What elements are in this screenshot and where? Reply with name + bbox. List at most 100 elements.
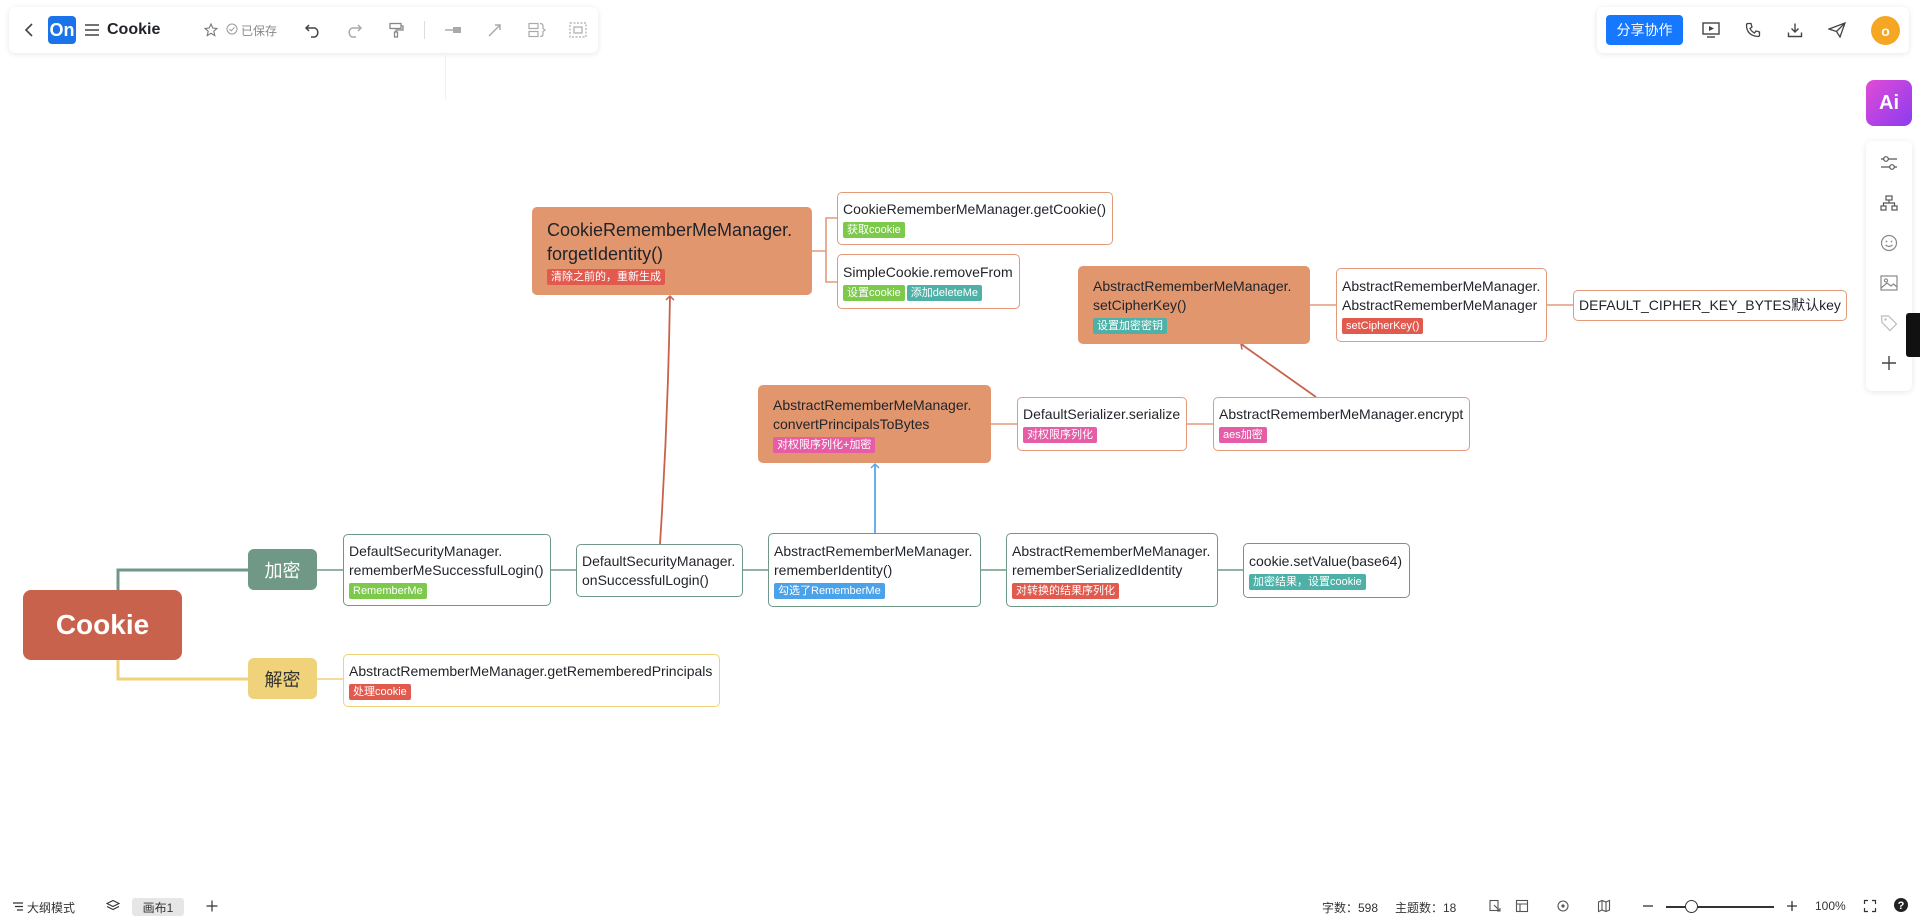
phone-icon[interactable]	[1743, 20, 1763, 40]
save-status: 已保存	[226, 22, 277, 39]
node-text: CookieRememberMeManager.	[547, 219, 793, 240]
locate-icon[interactable]	[1556, 899, 1570, 913]
node-default-cipher-key[interactable]: DEFAULT_CIPHER_KEY_BYTES默认key	[1573, 290, 1847, 321]
help-icon[interactable]: ?	[1893, 897, 1909, 913]
branch-encrypt[interactable]: 加密	[248, 549, 317, 590]
node-tag: 处理cookie	[349, 683, 411, 700]
node-cookie-setvalue[interactable]: cookie.setValue(base64) 加密结果，设置cookie	[1243, 543, 1410, 598]
boundary-icon[interactable]	[568, 21, 588, 39]
node-text: setCipherKey()	[1093, 296, 1187, 313]
node-tag: 加密结果，设置cookie	[1249, 573, 1366, 590]
node-simplecookie-remove[interactable]: SimpleCookie.removeFrom 设置cookie 添加delet…	[837, 254, 1020, 309]
node-tag: 设置加密密钥	[1093, 317, 1167, 334]
document-title[interactable]: Cookie	[107, 21, 161, 38]
top-right-toolbar: 分享协作 o	[1597, 7, 1909, 53]
branch-decrypt[interactable]: 解密	[248, 658, 317, 699]
zoom-slider-handle[interactable]	[1685, 900, 1698, 913]
outline-icon	[12, 901, 24, 915]
menu-icon[interactable]	[83, 21, 101, 39]
link-root-decrypt	[116, 660, 248, 681]
word-count: 字数：598	[1322, 901, 1379, 915]
node-arm-get-remembered[interactable]: AbstractRememberMeManager.getRememberedP…	[343, 654, 720, 707]
node-text: AbstractRememberMeManager.encrypt	[1219, 406, 1464, 422]
redo-icon[interactable]	[344, 21, 364, 39]
app-logo[interactable]: On	[48, 16, 76, 44]
fullscreen-icon[interactable]	[1863, 899, 1877, 913]
root-topic[interactable]: Cookie	[23, 590, 182, 660]
node-tag: RememberMe	[349, 582, 427, 599]
node-crm-forget[interactable]: CookieRememberMeManager. forgetIdentity(…	[532, 207, 812, 295]
node-text: rememberMeSuccessfulLogin()	[349, 561, 544, 578]
summary-icon[interactable]	[527, 21, 547, 39]
node-arm-remember-serialized[interactable]: AbstractRememberMeManager. rememberSeria…	[1006, 533, 1218, 607]
layers-icon[interactable]	[106, 899, 120, 913]
presentation-icon[interactable]	[1701, 20, 1721, 40]
zoom-in-icon[interactable]	[1785, 899, 1799, 913]
back-icon[interactable]	[21, 21, 37, 39]
node-text: DefaultSecurityManager.	[349, 542, 503, 559]
node-text: AbstractRememberMeManager.	[1093, 277, 1292, 294]
node-dsm-rememberme[interactable]: DefaultSecurityManager. rememberMeSucces…	[343, 534, 551, 606]
node-text: cookie.setValue(base64)	[1249, 552, 1403, 569]
ai-assistant-button[interactable]: Ai	[1866, 80, 1912, 126]
toolbar-divider	[424, 21, 425, 39]
insert-sibling-icon[interactable]	[443, 21, 463, 39]
undo-icon[interactable]	[303, 21, 323, 39]
node-text: forgetIdentity()	[547, 243, 664, 264]
style-settings-icon[interactable]	[1879, 153, 1899, 173]
outline-mode-toggle[interactable]: 大纲模式	[12, 899, 75, 916]
minimap-icon[interactable]	[1597, 899, 1611, 913]
link-root-encrypt	[116, 568, 248, 590]
zoom-out-icon[interactable]	[1641, 899, 1655, 913]
node-tag: setCipherKey()	[1342, 317, 1424, 334]
connector-icon[interactable]	[485, 21, 505, 39]
star-icon[interactable]	[203, 21, 219, 39]
fit-tree-icon[interactable]	[1488, 899, 1502, 913]
toolbar-shadow-divider	[445, 55, 446, 100]
emoji-icon[interactable]	[1879, 233, 1899, 253]
node-text: CookieRememberMeManager.getCookie()	[843, 200, 1107, 217]
node-text: DefaultSerializer.serialize	[1023, 406, 1181, 422]
node-dsm-onsuccess[interactable]: DefaultSecurityManager. onSuccessfulLogi…	[576, 544, 743, 597]
node-text: AbstractRememberMeManager.	[773, 396, 972, 413]
side-collapse-tab[interactable]	[1906, 313, 1920, 357]
node-tag: 对转换的结果序列化	[1012, 582, 1119, 599]
user-avatar[interactable]: o	[1871, 16, 1900, 45]
outline-mode-label: 大纲模式	[27, 901, 76, 915]
node-text: AbstractRememberMeManager.getRememberedP…	[349, 662, 713, 679]
node-default-serializer[interactable]: DefaultSerializer.serialize 对权限序列化	[1017, 397, 1187, 451]
layout-icon[interactable]	[1515, 899, 1529, 913]
node-arm-remember-identity[interactable]: AbstractRememberMeManager. rememberIdent…	[768, 533, 981, 607]
bottom-status-bar: 大纲模式 画布1 字数：598 主题数：18 100%	[0, 895, 1920, 919]
canvas-tab[interactable]: 画布1	[132, 898, 184, 916]
node-arm-ctor[interactable]: AbstractRememberMeManager. AbstractRemem…	[1336, 268, 1547, 342]
zoom-level: 100%	[1815, 899, 1846, 913]
tag-icon[interactable]	[1879, 313, 1899, 333]
node-text: AbstractRememberMeManager.	[1342, 277, 1541, 294]
node-tag: aes加密	[1219, 427, 1267, 443]
node-text: rememberIdentity()	[774, 561, 893, 578]
node-tag: 对权限序列化	[1023, 427, 1097, 443]
check-circle-icon	[226, 23, 238, 38]
add-canvas-icon[interactable]	[205, 899, 219, 913]
node-arm-convert[interactable]: AbstractRememberMeManager. convertPrinci…	[758, 385, 991, 463]
zoom-slider-track[interactable]	[1666, 906, 1774, 908]
add-icon[interactable]	[1879, 353, 1899, 373]
node-crm-getcookie[interactable]: CookieRememberMeManager.getCookie() 获取co…	[837, 192, 1113, 245]
node-text: AbstractRememberMeManager.	[1012, 542, 1211, 559]
structure-icon[interactable]	[1879, 193, 1899, 213]
node-tag: 对权限序列化+加密	[773, 436, 876, 453]
download-icon[interactable]	[1785, 20, 1805, 40]
node-arm-encrypt[interactable]: AbstractRememberMeManager.encrypt aes加密	[1213, 397, 1470, 451]
node-arm-setcipher[interactable]: AbstractRememberMeManager. setCipherKey(…	[1078, 266, 1310, 344]
saved-label: 已保存	[241, 24, 278, 38]
share-collaborate-button[interactable]: 分享协作	[1606, 15, 1683, 45]
send-icon[interactable]	[1827, 20, 1847, 40]
svg-text:?: ?	[1898, 900, 1905, 912]
node-tag: 清除之前的，重新生成	[547, 268, 665, 285]
format-painter-icon[interactable]	[386, 21, 406, 39]
image-icon[interactable]	[1879, 273, 1899, 293]
node-text: convertPrincipalsToBytes	[773, 415, 930, 432]
node-text: DEFAULT_CIPHER_KEY_BYTES默认key	[1579, 297, 1841, 313]
